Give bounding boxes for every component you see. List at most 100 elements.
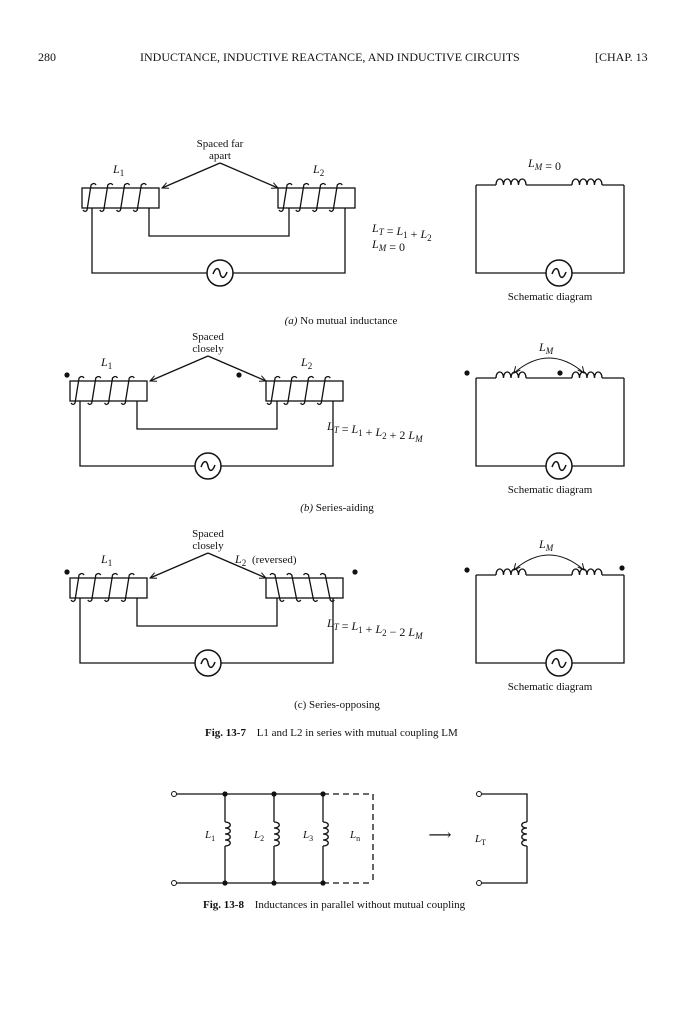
polarity-dot xyxy=(464,370,470,376)
spacing-label: Spaced xyxy=(192,528,224,540)
coil-winding xyxy=(302,572,319,603)
core-bar xyxy=(69,577,148,599)
equation: LT = L1 + L2 + 2 LM xyxy=(326,419,423,444)
wire xyxy=(221,598,334,664)
core-bar xyxy=(69,380,148,402)
result-label-LT: LT xyxy=(474,833,486,847)
coil-winding xyxy=(283,375,298,406)
arrowhead xyxy=(148,375,158,382)
schematic-wire xyxy=(475,378,546,467)
arrow-to-coil1 xyxy=(149,552,209,579)
terminal xyxy=(476,791,482,797)
equation: LT = L1 + L2 − 2 LM xyxy=(326,616,423,641)
terminal xyxy=(476,880,482,886)
schematic-coil-2 xyxy=(571,568,603,576)
coil-winding xyxy=(278,182,293,213)
coil1 xyxy=(81,182,160,213)
ac-source xyxy=(545,259,573,287)
coil2 xyxy=(265,375,344,406)
arrowhead xyxy=(148,572,158,579)
schematic-coil-1 xyxy=(495,568,527,576)
coil2-note: (reversed) xyxy=(252,554,297,566)
polarity-dot xyxy=(464,567,470,573)
coil-winding xyxy=(299,375,315,406)
polarity-dot xyxy=(619,565,625,571)
arrow-to-coil2 xyxy=(219,162,279,189)
sine-wave-icon xyxy=(551,657,567,669)
spacing-label: apart xyxy=(209,150,231,162)
wire xyxy=(79,598,195,664)
mutual-inductance-label: LM xyxy=(538,537,554,553)
mutual-inductance-label: LM = 0 xyxy=(527,156,561,173)
arrow-to-coil2 xyxy=(207,552,267,579)
equivalent-wire xyxy=(481,846,528,884)
ac-source xyxy=(545,452,573,480)
schematic-wire xyxy=(572,378,625,467)
coil1-label: L1 xyxy=(112,162,124,178)
junction-dot xyxy=(222,791,228,797)
wire xyxy=(148,208,290,237)
junction-dot xyxy=(320,880,326,886)
arrow-to-coil2 xyxy=(207,355,267,382)
core-bar xyxy=(277,187,356,209)
core-bar xyxy=(265,380,344,402)
spacing-label: Spaced xyxy=(192,331,224,343)
mutual-coupling-arc xyxy=(513,357,585,374)
coil-winding xyxy=(266,375,281,406)
coil-winding xyxy=(115,182,131,213)
junction-dot xyxy=(320,791,326,797)
inductor-coil xyxy=(322,821,329,847)
polarity-dot xyxy=(64,569,70,575)
schematic-diagram: Schematic diagram LM xyxy=(464,537,625,693)
schematic-caption: Schematic diagram xyxy=(508,681,593,693)
fig-13-7-text: L1 and L2 in series with mutual coupling… xyxy=(256,727,458,739)
fig-13-8-label: Fig. 13-8 xyxy=(203,899,244,911)
arrowhead xyxy=(577,366,585,374)
wire xyxy=(233,208,346,274)
schematic-wire xyxy=(475,185,546,274)
coil-winding xyxy=(316,375,331,406)
coil-winding xyxy=(82,182,97,213)
coil2 xyxy=(265,572,344,603)
schematic-wire xyxy=(572,185,625,274)
equation-line: LT = L1 + L2 xyxy=(371,221,432,243)
coil-winding xyxy=(87,572,102,603)
arrowhead xyxy=(577,563,585,571)
polarity-dot xyxy=(352,569,358,575)
equivalent-inductor-coil xyxy=(521,821,528,847)
wire xyxy=(136,598,278,627)
equivalence-arrow: ⟶ xyxy=(429,827,452,844)
coil2-label: L2 xyxy=(312,162,324,178)
coil1-label: L1 xyxy=(100,552,112,568)
spacing-label: closely xyxy=(192,540,224,552)
coil-winding xyxy=(70,572,85,603)
polarity-dot xyxy=(557,370,563,376)
inductor-coil xyxy=(273,821,280,847)
sine-wave-icon xyxy=(551,460,567,472)
coil-winding xyxy=(286,572,302,603)
junction-dot xyxy=(271,791,277,797)
spacing-label: closely xyxy=(192,343,224,355)
ac-source xyxy=(194,649,222,677)
coil-winding xyxy=(103,375,119,406)
equivalent-wire xyxy=(481,793,528,822)
core-bar xyxy=(265,577,344,599)
inductor-label-Ln: Ln xyxy=(349,829,360,843)
arrow-to-coil1 xyxy=(161,162,221,189)
coil2-label: L2 xyxy=(300,355,312,371)
sine-wave-icon xyxy=(551,267,567,279)
fig-13-7-caption: Fig. 13-7 L1 and L2 in series with mutua… xyxy=(205,727,458,739)
coil-winding xyxy=(120,572,135,603)
inductor-label-L1: L1 xyxy=(204,829,215,843)
schematic-coil-2 xyxy=(571,178,603,186)
arrowhead xyxy=(513,563,521,571)
inductor-label-L3: L3 xyxy=(302,829,313,843)
inductor-coil xyxy=(224,821,231,847)
schematic-wire xyxy=(572,575,625,664)
